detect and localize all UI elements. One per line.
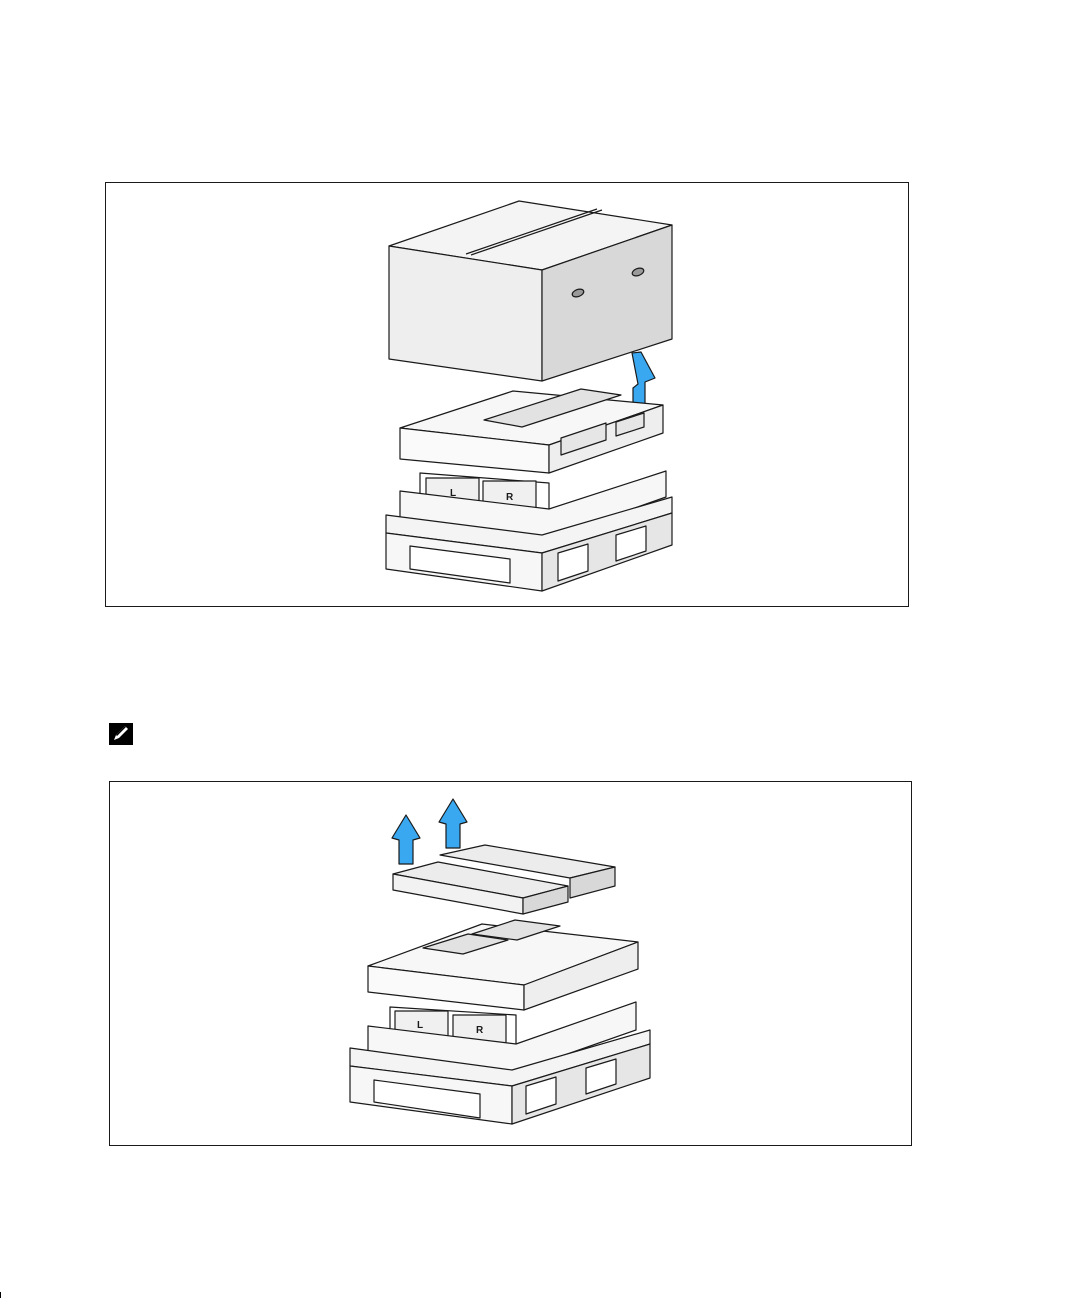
figure-remove-foam-inserts: L R <box>109 781 912 1146</box>
foam-inserts-illustration: L R <box>110 782 911 1145</box>
bay-label-left: L <box>417 1020 423 1031</box>
lift-arrow-left-icon <box>392 815 420 864</box>
foam-top-cap <box>368 920 638 1010</box>
bay-label-left: L <box>450 488 456 499</box>
figure-remove-carton: L R <box>105 182 909 607</box>
pencil-note-icon <box>108 722 134 746</box>
page-corner-mark <box>0 1292 7 1298</box>
carton-illustration: L R <box>106 183 908 606</box>
bay-label-right: R <box>506 492 514 503</box>
foam-top-cap <box>400 389 663 473</box>
lift-arrow-right-icon <box>439 799 467 848</box>
bay-label-right: R <box>476 1025 484 1036</box>
shipping-carton <box>389 201 672 381</box>
